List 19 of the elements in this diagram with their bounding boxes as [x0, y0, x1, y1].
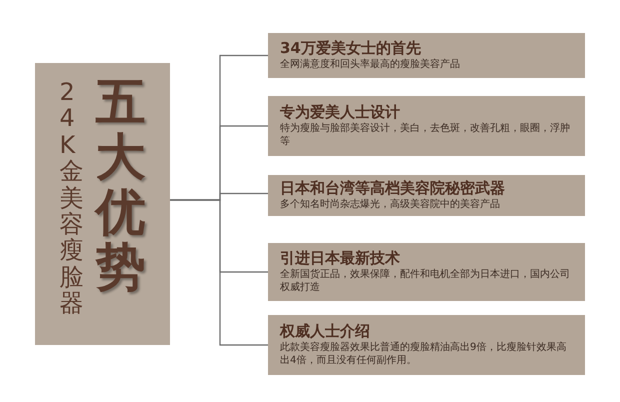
feature-description: 多个知名时尚杂志爆光，高级美容院中的美容产品 [280, 198, 501, 212]
feature-box [268, 96, 585, 156]
feature-description: 特为瘦脸与脸部美容设计，美白，去色斑，改善孔粗，眼圈，浮肿等 [280, 122, 571, 150]
feature-description: 此款美容瘦脸器效果比普通的瘦脸精油高出9倍，比瘦脸针效果高出4倍，而且没有任何副作用。 [280, 340, 568, 368]
panel-subtitle: 24K金美容瘦脸器 [60, 79, 84, 320]
feature-heading: 权威人士介绍 [280, 322, 371, 341]
feature-heading: 34万爱美女士的首先 [280, 39, 422, 58]
feature-box [268, 315, 585, 375]
feature-description: 全网满意度和回头率最高的瘦脸美容产品 [280, 58, 461, 72]
feature-heading: 专为爱美人士设计 [280, 102, 401, 122]
panel-heading: 五大优势 [96, 75, 146, 298]
feature-heading: 引进日本最新技术 [280, 248, 401, 268]
feature-box [268, 243, 585, 301]
title-panel [35, 63, 170, 345]
feature-box [268, 33, 585, 78]
feature-heading: 日本和台湾等高档美容院秘密武器 [280, 179, 506, 198]
connector-line [170, 199, 268, 346]
feature-box [268, 175, 585, 216]
feature-description: 全新国货正品，效果保障，配件和电机全部为日本进口，国内公司权威打造 [280, 268, 571, 296]
